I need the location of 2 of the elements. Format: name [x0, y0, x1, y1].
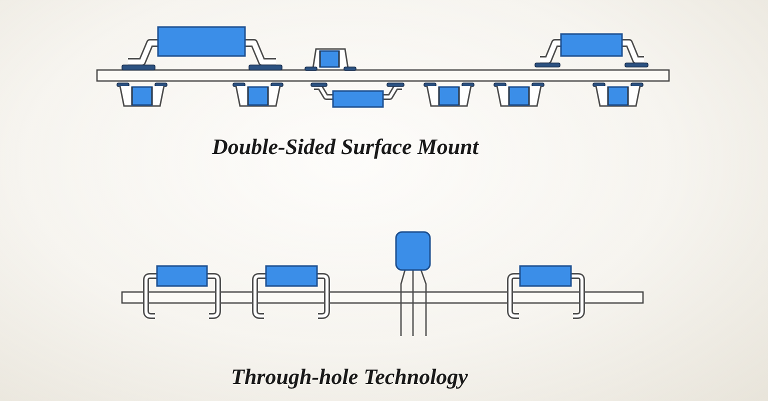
caption: Through-hole Technology: [231, 364, 468, 390]
caption: Double-Sided Surface Mount: [212, 134, 478, 160]
